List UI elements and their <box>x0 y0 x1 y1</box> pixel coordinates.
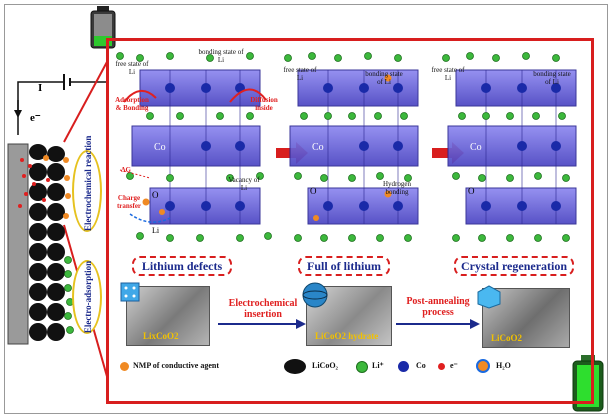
process-step-label: Electrochemical insertion <box>228 298 298 320</box>
bonding-state-label: bonding state of Li <box>533 70 571 86</box>
stage-title: Lithium defects <box>132 256 232 276</box>
legend-label: e⁻ <box>450 361 458 370</box>
electro-adsorption-label: Electro-adsorption <box>83 260 93 334</box>
arrow-right-icon <box>218 319 306 329</box>
sem-image: LixCoO2 <box>126 286 210 346</box>
photo-label: LixCoO2 <box>143 331 179 341</box>
o-label: O <box>468 186 475 196</box>
vacancy-label: Vacancy of Li <box>228 176 260 192</box>
electrochemical-reaction-label: Electrochemical reaction <box>83 135 93 231</box>
electrochemical-reaction-oval: Electrochemical reaction <box>72 135 102 232</box>
crystal-cube-icon <box>120 282 140 302</box>
legend-label: NMP of conductive agent <box>133 361 219 370</box>
mechanism-panel <box>106 38 594 404</box>
bonding-state-label: bonding state of Li <box>198 48 244 64</box>
legend-label: Li⁺ <box>372 361 384 370</box>
hydrate-sphere-icon <box>302 282 328 308</box>
process-step-label: Post-annealing process <box>406 296 470 318</box>
bonding-state-label: bonding state of Li <box>365 70 403 86</box>
co-atom-icon <box>398 361 409 372</box>
adsorption-label: Adsorption & Bonding <box>115 96 149 112</box>
water-molecule-icon <box>476 359 490 373</box>
crystal-structures <box>116 52 577 242</box>
co-label: Co <box>312 142 324 153</box>
diffusion-label: Diffusion inside <box>250 96 278 112</box>
legend-label: H₂O <box>496 361 511 370</box>
hydrogen-bonding-label: Hydrogen bonding <box>383 180 411 196</box>
nmp-icon <box>120 362 129 371</box>
o-label: O <box>152 190 159 200</box>
co-label: Co <box>470 142 482 153</box>
legend-label: Co <box>416 361 426 370</box>
legend: NMP of conductive agent LiCoO₂ Li⁺ Co e⁻… <box>120 358 590 376</box>
electrode-schematic <box>7 60 109 380</box>
free-state-label: free state of Li <box>115 60 149 76</box>
legend-label: LiCoO₂ <box>312 361 338 370</box>
stage-title: Crystal regeneration <box>454 256 574 276</box>
free-state-label: free state of Li <box>431 66 465 82</box>
stage-title: Full of lithium <box>298 256 390 276</box>
figure-frame <box>4 4 608 414</box>
crystal-cube-icon <box>477 285 501 309</box>
photo-label: LiCoO2 <box>491 333 523 343</box>
licoo2-particle-icon <box>284 359 306 374</box>
delta-g-label: ΔG <box>121 166 131 174</box>
electron-icon <box>438 363 445 370</box>
photo-label: LiCoO2 hydrate <box>315 331 379 341</box>
sem-image: LiCoO2 hydrate <box>306 286 392 346</box>
charge-transfer-label: Charge transfer <box>116 194 142 210</box>
co-label: Co <box>154 142 166 153</box>
free-state-label: free state of Li <box>283 66 317 82</box>
li-ion-icon <box>356 361 368 373</box>
current-label: I <box>38 82 43 94</box>
li-label: Li <box>152 226 160 235</box>
electron-label: e⁻ <box>30 112 41 124</box>
o-label: O <box>310 186 317 196</box>
electro-adsorption-oval: Electro-adsorption <box>72 260 102 334</box>
arrow-right-icon <box>396 319 480 329</box>
